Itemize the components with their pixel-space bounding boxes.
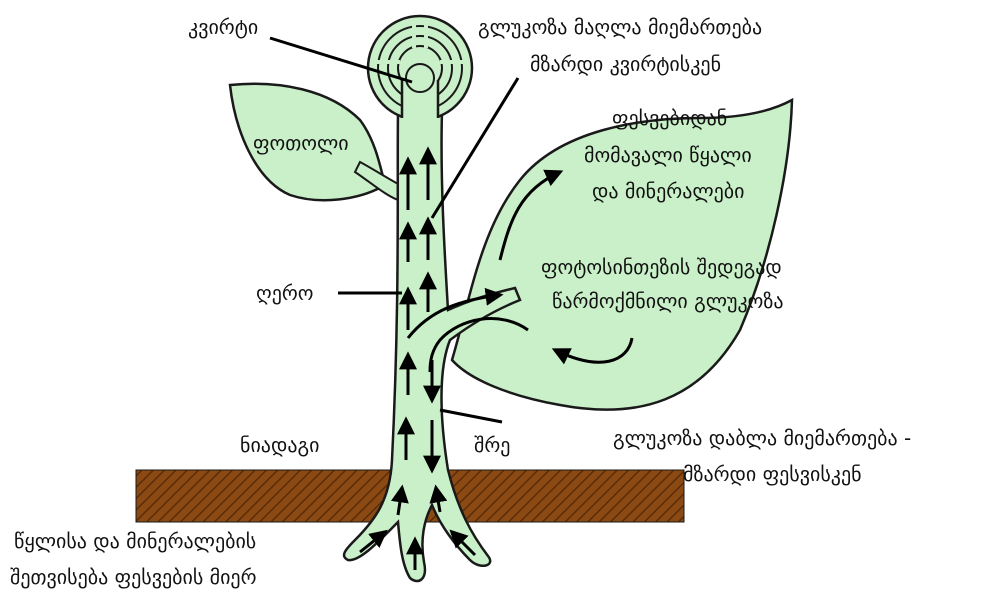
label-glucose-down-2: მზარდი ფესვისკენ bbox=[683, 462, 862, 486]
label-photosynthesis-1: ფოტოსინთეზის შედეგად bbox=[541, 255, 782, 279]
label-small-leaf: ფოთოლი bbox=[253, 131, 349, 155]
label-stem: ღერო bbox=[256, 281, 314, 305]
label-glucose-up-1: გლუკოზა მაღლა მიემართება bbox=[478, 15, 762, 39]
label-glucose-down-1: გლუკოზა დაბლა მიემართება - bbox=[613, 426, 911, 450]
label-absorption-2: შეთვისება ფესვების მიერ bbox=[10, 565, 257, 589]
label-water-roots-3: და მინერალები bbox=[592, 179, 745, 203]
label-soil: ნიადაგი bbox=[240, 433, 319, 457]
label-absorption-1: წყლისა და მინერალების bbox=[14, 529, 256, 553]
label-water-roots-2: მომავალი წყალი bbox=[584, 143, 752, 167]
label-layer: შრე bbox=[474, 433, 510, 457]
label-photosynthesis-2: წარმოქმნილი გლუკოზა bbox=[552, 289, 784, 313]
label-glucose-up-2: მზარდი კვირტისკენ bbox=[530, 52, 721, 76]
label-water-roots-1: ფესვებიდან bbox=[612, 106, 727, 130]
label-bud: კვირტი bbox=[188, 15, 258, 39]
